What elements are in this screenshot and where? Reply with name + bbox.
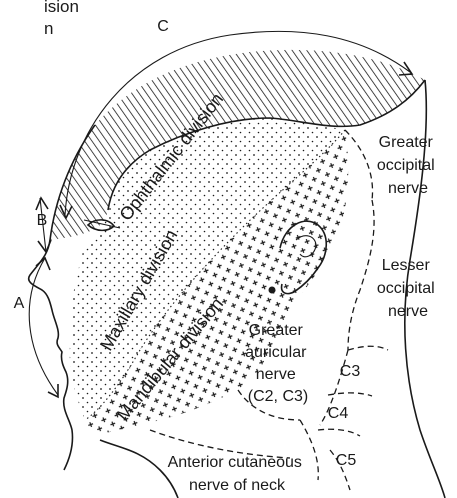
arc-b-label: B — [37, 212, 48, 229]
caption-line-2: n — [44, 19, 53, 38]
lesser-occipital-nerve-label: Lesser occipital nerve — [377, 257, 439, 320]
arc-a-label: A — [14, 295, 25, 312]
segment-c4-label: C4 — [328, 405, 349, 422]
segment-c5-label: C5 — [336, 452, 357, 469]
arc-c-label: C — [157, 18, 169, 35]
segment-c3-label: C3 — [340, 363, 361, 380]
greater-occipital-nerve-label: Greater occipital nerve — [377, 134, 439, 197]
caption-line-1: ision — [44, 0, 79, 16]
anterior-cutaneous-nerve-label: Anterior cutaneous nerve of neck — [168, 454, 307, 494]
arc-a — [29, 258, 58, 395]
